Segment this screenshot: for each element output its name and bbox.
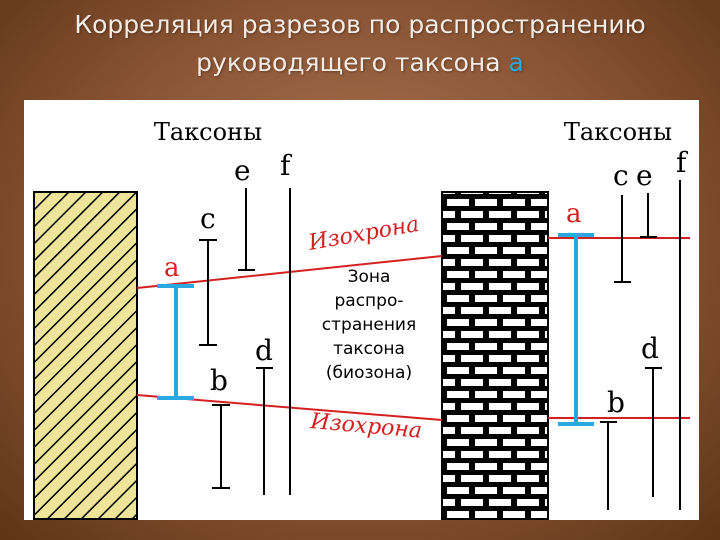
biozone-label: Зона распро- странения таксона (биозона) (322, 267, 416, 383)
left-label-d: d (255, 334, 273, 367)
title-line-2: руководящего таксона а (0, 44, 720, 82)
slide-title: Корреляция разрезов по распространению р… (0, 6, 720, 82)
right-label-b: b (607, 386, 625, 419)
isochrone-label-bottom: Изохрона (308, 409, 423, 444)
left-label-a: a (164, 253, 180, 283)
title-line-2-text: руководящего таксона (196, 48, 509, 77)
right-label-f: f (676, 146, 689, 179)
left-label-b: b (210, 364, 228, 397)
biozone-line-4: таксона (333, 339, 405, 359)
right-label-c: c (613, 159, 629, 192)
title-accent-taxon: а (508, 48, 524, 77)
left-range-a (157, 284, 194, 400)
right-taxa-ranges (600, 180, 681, 510)
left-label-c: c (200, 202, 216, 235)
title-line-1: Корреляция разрезов по распространению (74, 10, 646, 39)
left-taxa-ranges (199, 188, 291, 495)
right-label-e: e (636, 159, 653, 192)
isochrone-label-top: Изохрона (306, 212, 421, 256)
right-range-a (558, 233, 594, 426)
biozone-line-5: (биозона) (326, 363, 412, 383)
left-section-column (33, 191, 138, 520)
left-label-e: e (234, 154, 251, 187)
biozone-line-3: странения (322, 315, 416, 335)
biozone-line-1: Зона (348, 267, 391, 287)
left-label-f: f (280, 149, 293, 182)
right-taxa-labels: c e f d b (607, 146, 689, 419)
right-label-d: d (641, 332, 659, 365)
right-section-column (441, 191, 549, 520)
diagram-panel: Таксоны Таксоны Изохрона Изохрона Зона р… (24, 100, 699, 520)
left-taxa-labels: c b e f d (200, 149, 293, 397)
correlation-diagram: Таксоны Таксоны Изохрона Изохрона Зона р… (33, 118, 690, 520)
right-label-a: a (566, 199, 582, 229)
left-taxa-header: Таксоны (154, 118, 262, 146)
biozone-line-2: распро- (335, 291, 404, 311)
right-taxa-header: Таксоны (564, 118, 672, 146)
